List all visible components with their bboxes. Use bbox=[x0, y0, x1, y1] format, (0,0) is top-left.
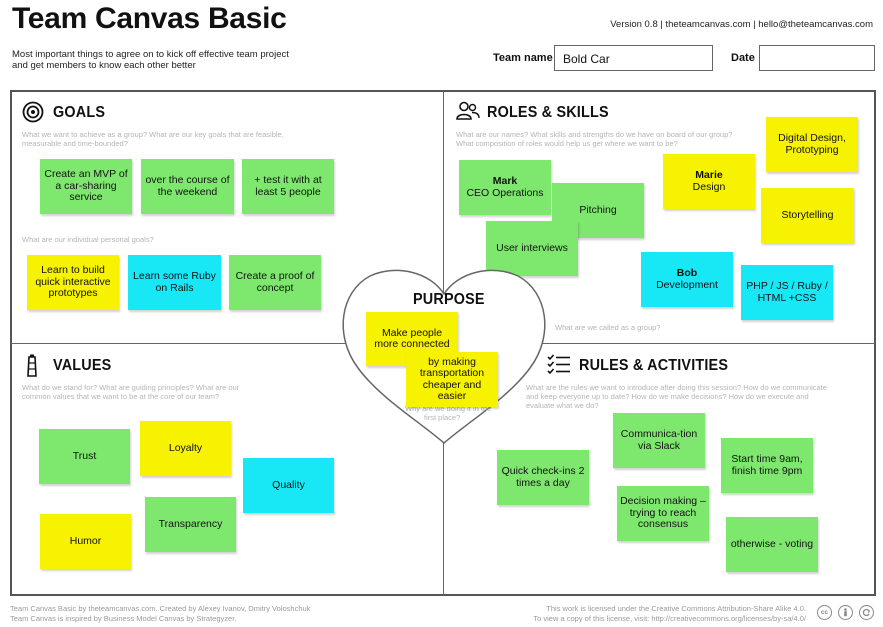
date-label: Date bbox=[731, 52, 755, 64]
rule-note-checkins[interactable]: Quick check-ins 2 times a day bbox=[497, 450, 589, 505]
roles-hint-line-1: What are our names? What skills and stre… bbox=[456, 130, 733, 139]
footer-credit-line-1: Team Canvas Basic by theteamcanvas.com. … bbox=[10, 604, 311, 613]
value-note-transparency[interactable]: Transparency bbox=[145, 497, 236, 552]
skill-note-storytelling[interactable]: Storytelling bbox=[761, 188, 854, 243]
attribution-icon bbox=[838, 605, 853, 620]
rule-note-voting[interactable]: otherwise - voting bbox=[726, 517, 818, 572]
team-name-label: Team name bbox=[493, 52, 553, 64]
rules-hint-line-3: evaluate what we do? bbox=[526, 401, 599, 410]
target-icon bbox=[22, 101, 44, 123]
purpose-note-transportation[interactable]: by making transportation cheaper and eas… bbox=[406, 352, 498, 407]
rules-title: RULES & ACTIVITIES bbox=[579, 357, 729, 374]
role-note-mark[interactable]: Mark CEO Operations bbox=[459, 160, 551, 215]
people-icon bbox=[456, 101, 480, 120]
purpose-title: PURPOSE bbox=[413, 291, 485, 308]
page-title: Team Canvas Basic bbox=[12, 2, 287, 35]
role-text-mark: CEO Operations bbox=[466, 186, 544, 199]
checklist-icon bbox=[547, 354, 570, 375]
role-name-marie: Marie bbox=[695, 169, 723, 181]
roles-hint-group-name: What are we called as a group? bbox=[555, 323, 661, 332]
value-note-loyalty[interactable]: Loyalty bbox=[140, 421, 231, 476]
goal-note-test[interactable]: + test it with at least 5 people bbox=[242, 159, 334, 214]
goal-note-proof[interactable]: Create a proof of concept bbox=[229, 255, 321, 310]
goals-hint-line-1: What we want to achieve as a group? What… bbox=[22, 130, 284, 139]
footer-license-line-1: This work is licensed under the Creative… bbox=[546, 604, 806, 613]
goals-title: GOALS bbox=[53, 104, 106, 121]
rule-note-decision[interactable]: Decision making – trying to reach consen… bbox=[617, 486, 709, 541]
roles-title: ROLES & SKILLS bbox=[487, 104, 609, 121]
rules-hint-line-1: What are the rules we want to introduce … bbox=[526, 383, 827, 392]
goal-note-weekend[interactable]: over the course of the weekend bbox=[141, 159, 234, 214]
rule-note-start-time[interactable]: Start time 9am, finish time 9pm bbox=[721, 438, 813, 493]
role-note-bob[interactable]: Bob Development bbox=[641, 252, 733, 307]
role-text-bob: Development bbox=[656, 278, 718, 291]
values-hint-line-1: What do we stand for? What are guiding p… bbox=[22, 383, 240, 392]
footer-credit-line-2: Team Canvas is inspired by Business Mode… bbox=[10, 614, 237, 623]
values-title: VALUES bbox=[53, 357, 112, 374]
skill-note-user-interviews[interactable]: User interviews bbox=[486, 221, 578, 276]
lighthouse-icon bbox=[27, 354, 37, 377]
purpose-hint-line-2: first place? bbox=[424, 413, 461, 422]
skill-note-php[interactable]: PHP / JS / Ruby / HTML +CSS bbox=[741, 265, 833, 320]
goals-hint-personal: What are our individual personal goals? bbox=[22, 235, 154, 244]
skill-note-digital-design[interactable]: Digital Design, Prototyping bbox=[766, 117, 858, 172]
subtitle-line-2: and get members to know each other bette… bbox=[12, 60, 196, 71]
values-hint-line-2: common values that we want to be at the … bbox=[22, 392, 220, 401]
rules-hint-line-2: and keep everyone up to date? How do we … bbox=[526, 392, 809, 401]
roles-hint-line-2: What composition of roles would help us … bbox=[456, 139, 678, 148]
value-note-trust[interactable]: Trust bbox=[39, 429, 130, 484]
goal-note-mvp[interactable]: Create an MVP of a car-sharing service bbox=[40, 159, 132, 214]
role-name-bob: Bob bbox=[676, 267, 698, 279]
value-note-quality[interactable]: Quality bbox=[243, 458, 334, 513]
role-text-marie: Design bbox=[692, 180, 726, 193]
version-meta: Version 0.8 | theteamcanvas.com | hello@… bbox=[610, 19, 873, 30]
purpose-hint-line-1: Why are we doing it in the bbox=[405, 404, 492, 413]
value-note-humor[interactable]: Humor bbox=[40, 514, 131, 569]
goals-hint-line-2: measurable and time-bounded? bbox=[22, 139, 128, 148]
share-alike-icon bbox=[859, 605, 874, 620]
date-field[interactable] bbox=[759, 45, 875, 71]
goal-note-ruby[interactable]: Learn some Ruby on Rails bbox=[128, 255, 221, 310]
goal-note-prototypes[interactable]: Learn to build quick interactive prototy… bbox=[27, 255, 119, 310]
rule-note-slack[interactable]: Communica-tion via Slack bbox=[613, 413, 705, 468]
role-note-marie[interactable]: Marie Design bbox=[663, 154, 755, 209]
footer-license-line-2: To view a copy of this license, visit: h… bbox=[533, 614, 806, 623]
team-name-field[interactable]: Bold Car bbox=[554, 45, 713, 71]
subtitle-line-1: Most important things to agree on to kic… bbox=[12, 49, 289, 60]
cc-icon: cc bbox=[817, 605, 832, 620]
role-name-mark: Mark bbox=[492, 175, 518, 187]
